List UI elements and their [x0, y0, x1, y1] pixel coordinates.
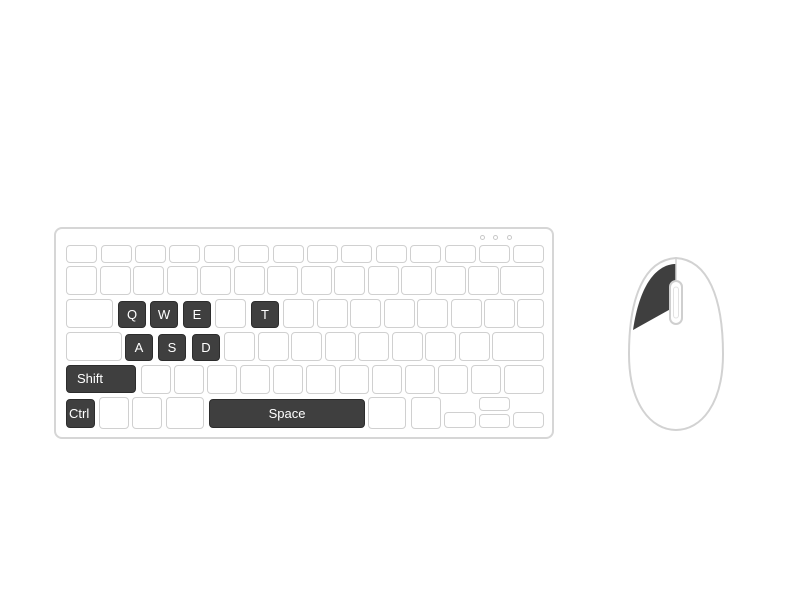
- key-f3: [169, 245, 200, 263]
- key-f7: [307, 245, 338, 263]
- key-z: [141, 365, 171, 394]
- key-equals: [468, 266, 499, 295]
- key-arrow-up: [479, 397, 510, 411]
- key-fn: [99, 397, 129, 429]
- mouse-left-button-highlight: [633, 264, 676, 330]
- key-backslash: [517, 299, 544, 328]
- key-b: [273, 365, 303, 394]
- key-w: W: [150, 301, 178, 328]
- key-4: [200, 266, 231, 295]
- key-tab: [66, 299, 113, 328]
- key-1: [100, 266, 131, 295]
- key-f: [224, 332, 255, 361]
- key-7: [301, 266, 332, 295]
- indicator-light: [507, 235, 512, 240]
- key-w-label: W: [157, 306, 171, 322]
- key-cmd: [166, 397, 204, 429]
- key-f6: [273, 245, 304, 263]
- key-9: [368, 266, 399, 295]
- key-quote: [459, 332, 490, 361]
- key-backtick: [66, 266, 97, 295]
- key-right-shift-extra: [471, 365, 501, 394]
- key-y: [283, 299, 314, 328]
- key-t-label: T: [261, 306, 269, 322]
- key-j: [325, 332, 356, 361]
- key-l: [392, 332, 423, 361]
- key-s: S: [158, 334, 186, 361]
- key-slash: [438, 365, 468, 394]
- indicator-light: [493, 235, 498, 240]
- key-eject: [513, 245, 544, 263]
- key-e: E: [183, 301, 211, 328]
- key-right-alt: [411, 397, 441, 429]
- key-s-label: S: [167, 339, 177, 355]
- key-a: A: [125, 334, 153, 361]
- key-right-shift: [504, 365, 544, 394]
- key-0: [401, 266, 432, 295]
- mouse: [627, 256, 725, 432]
- key-backspace: [500, 266, 544, 295]
- key-f9: [376, 245, 407, 263]
- key-q-label: Q: [126, 306, 138, 322]
- key-period: [405, 365, 435, 394]
- key-f10: [410, 245, 441, 263]
- key-q: Q: [118, 301, 146, 328]
- key-caps-lock: [66, 332, 122, 361]
- key-minus: [435, 266, 466, 295]
- key-left-shift: Shift: [66, 365, 136, 393]
- key-v: [240, 365, 270, 394]
- indicator-light: [480, 235, 485, 240]
- key-f1: [101, 245, 132, 263]
- key-right-cmd: [368, 397, 406, 429]
- key-left-bracket: [451, 299, 482, 328]
- key-e-label: E: [192, 306, 202, 322]
- key-d: D: [192, 334, 220, 361]
- key-2: [133, 266, 164, 295]
- key-shift-label: Shift: [77, 371, 104, 386]
- key-5: [234, 266, 265, 295]
- key-arrow-right: [513, 412, 544, 428]
- key-f2: [135, 245, 166, 263]
- key-space: Space: [209, 399, 365, 428]
- key-t: T: [251, 301, 279, 328]
- key-6: [267, 266, 298, 295]
- key-f4: [204, 245, 235, 263]
- key-f8: [341, 245, 372, 263]
- key-a-label: A: [134, 339, 144, 355]
- key-g: [258, 332, 289, 361]
- key-x: [174, 365, 204, 394]
- key-i: [350, 299, 381, 328]
- key-u: [317, 299, 348, 328]
- key-f12: [479, 245, 510, 263]
- key-ctrl-label: Ctrl: [69, 405, 90, 421]
- key-enter: [492, 332, 544, 361]
- key-p: [417, 299, 448, 328]
- key-alt: [132, 397, 162, 429]
- key-f5: [238, 245, 269, 263]
- key-k: [358, 332, 389, 361]
- key-c: [207, 365, 237, 394]
- key-escape: [66, 245, 97, 263]
- key-space-label: Space: [268, 405, 306, 421]
- key-right-bracket: [484, 299, 515, 328]
- key-o: [384, 299, 415, 328]
- key-semicolon: [425, 332, 456, 361]
- key-ctrl: Ctrl: [66, 399, 95, 428]
- key-comma: [372, 365, 402, 394]
- key-n: [306, 365, 336, 394]
- key-r: [215, 299, 246, 328]
- keyboard: Q W E T A S D Shift: [54, 227, 554, 439]
- key-3: [167, 266, 198, 295]
- key-arrow-down: [479, 414, 510, 428]
- key-8: [334, 266, 365, 295]
- key-h: [291, 332, 322, 361]
- key-arrow-left: [444, 412, 476, 428]
- key-d-label: D: [201, 339, 211, 355]
- key-m: [339, 365, 369, 394]
- key-f11: [445, 245, 476, 263]
